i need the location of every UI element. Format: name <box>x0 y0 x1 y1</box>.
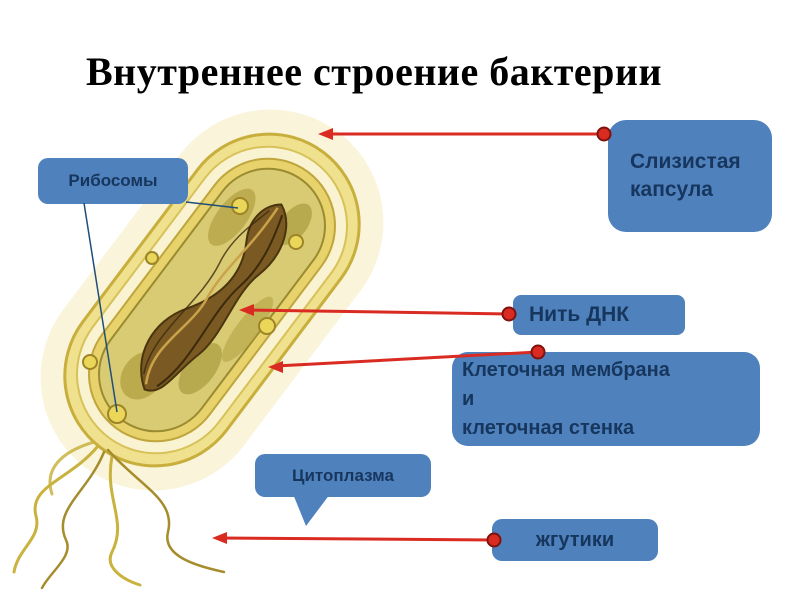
label-capsule: Слизистая капсула <box>608 120 772 232</box>
label-ribosomes-text: Рибосомы <box>68 171 158 190</box>
label-membrane-wall: Клеточная мембрана и клеточная стенка <box>452 352 760 446</box>
bacterium-body <box>40 109 384 491</box>
label-flagella-text: жгутики <box>535 528 615 551</box>
label-capsule-line-2: капсула <box>630 178 713 201</box>
label-membrane-line-2: и <box>462 387 475 410</box>
label-cytoplasm: Цитоплазма <box>255 454 431 497</box>
slide-title: Внутреннее строение бактерии <box>86 49 662 94</box>
label-flagella: жгутики <box>492 519 658 561</box>
flagella-filaments <box>12 440 226 590</box>
label-dna-text: Нить ДНК <box>529 303 630 326</box>
label-dna: Нить ДНК <box>513 295 685 335</box>
label-cytoplasm-text: Цитоплазма <box>292 465 394 485</box>
label-ribosomes: Рибосомы <box>38 158 188 204</box>
label-membrane-line-1: Клеточная мембрана <box>462 358 670 381</box>
label-capsule-line-1: Слизистая <box>630 149 741 173</box>
label-membrane-line-3: клеточная стенка <box>462 416 635 439</box>
